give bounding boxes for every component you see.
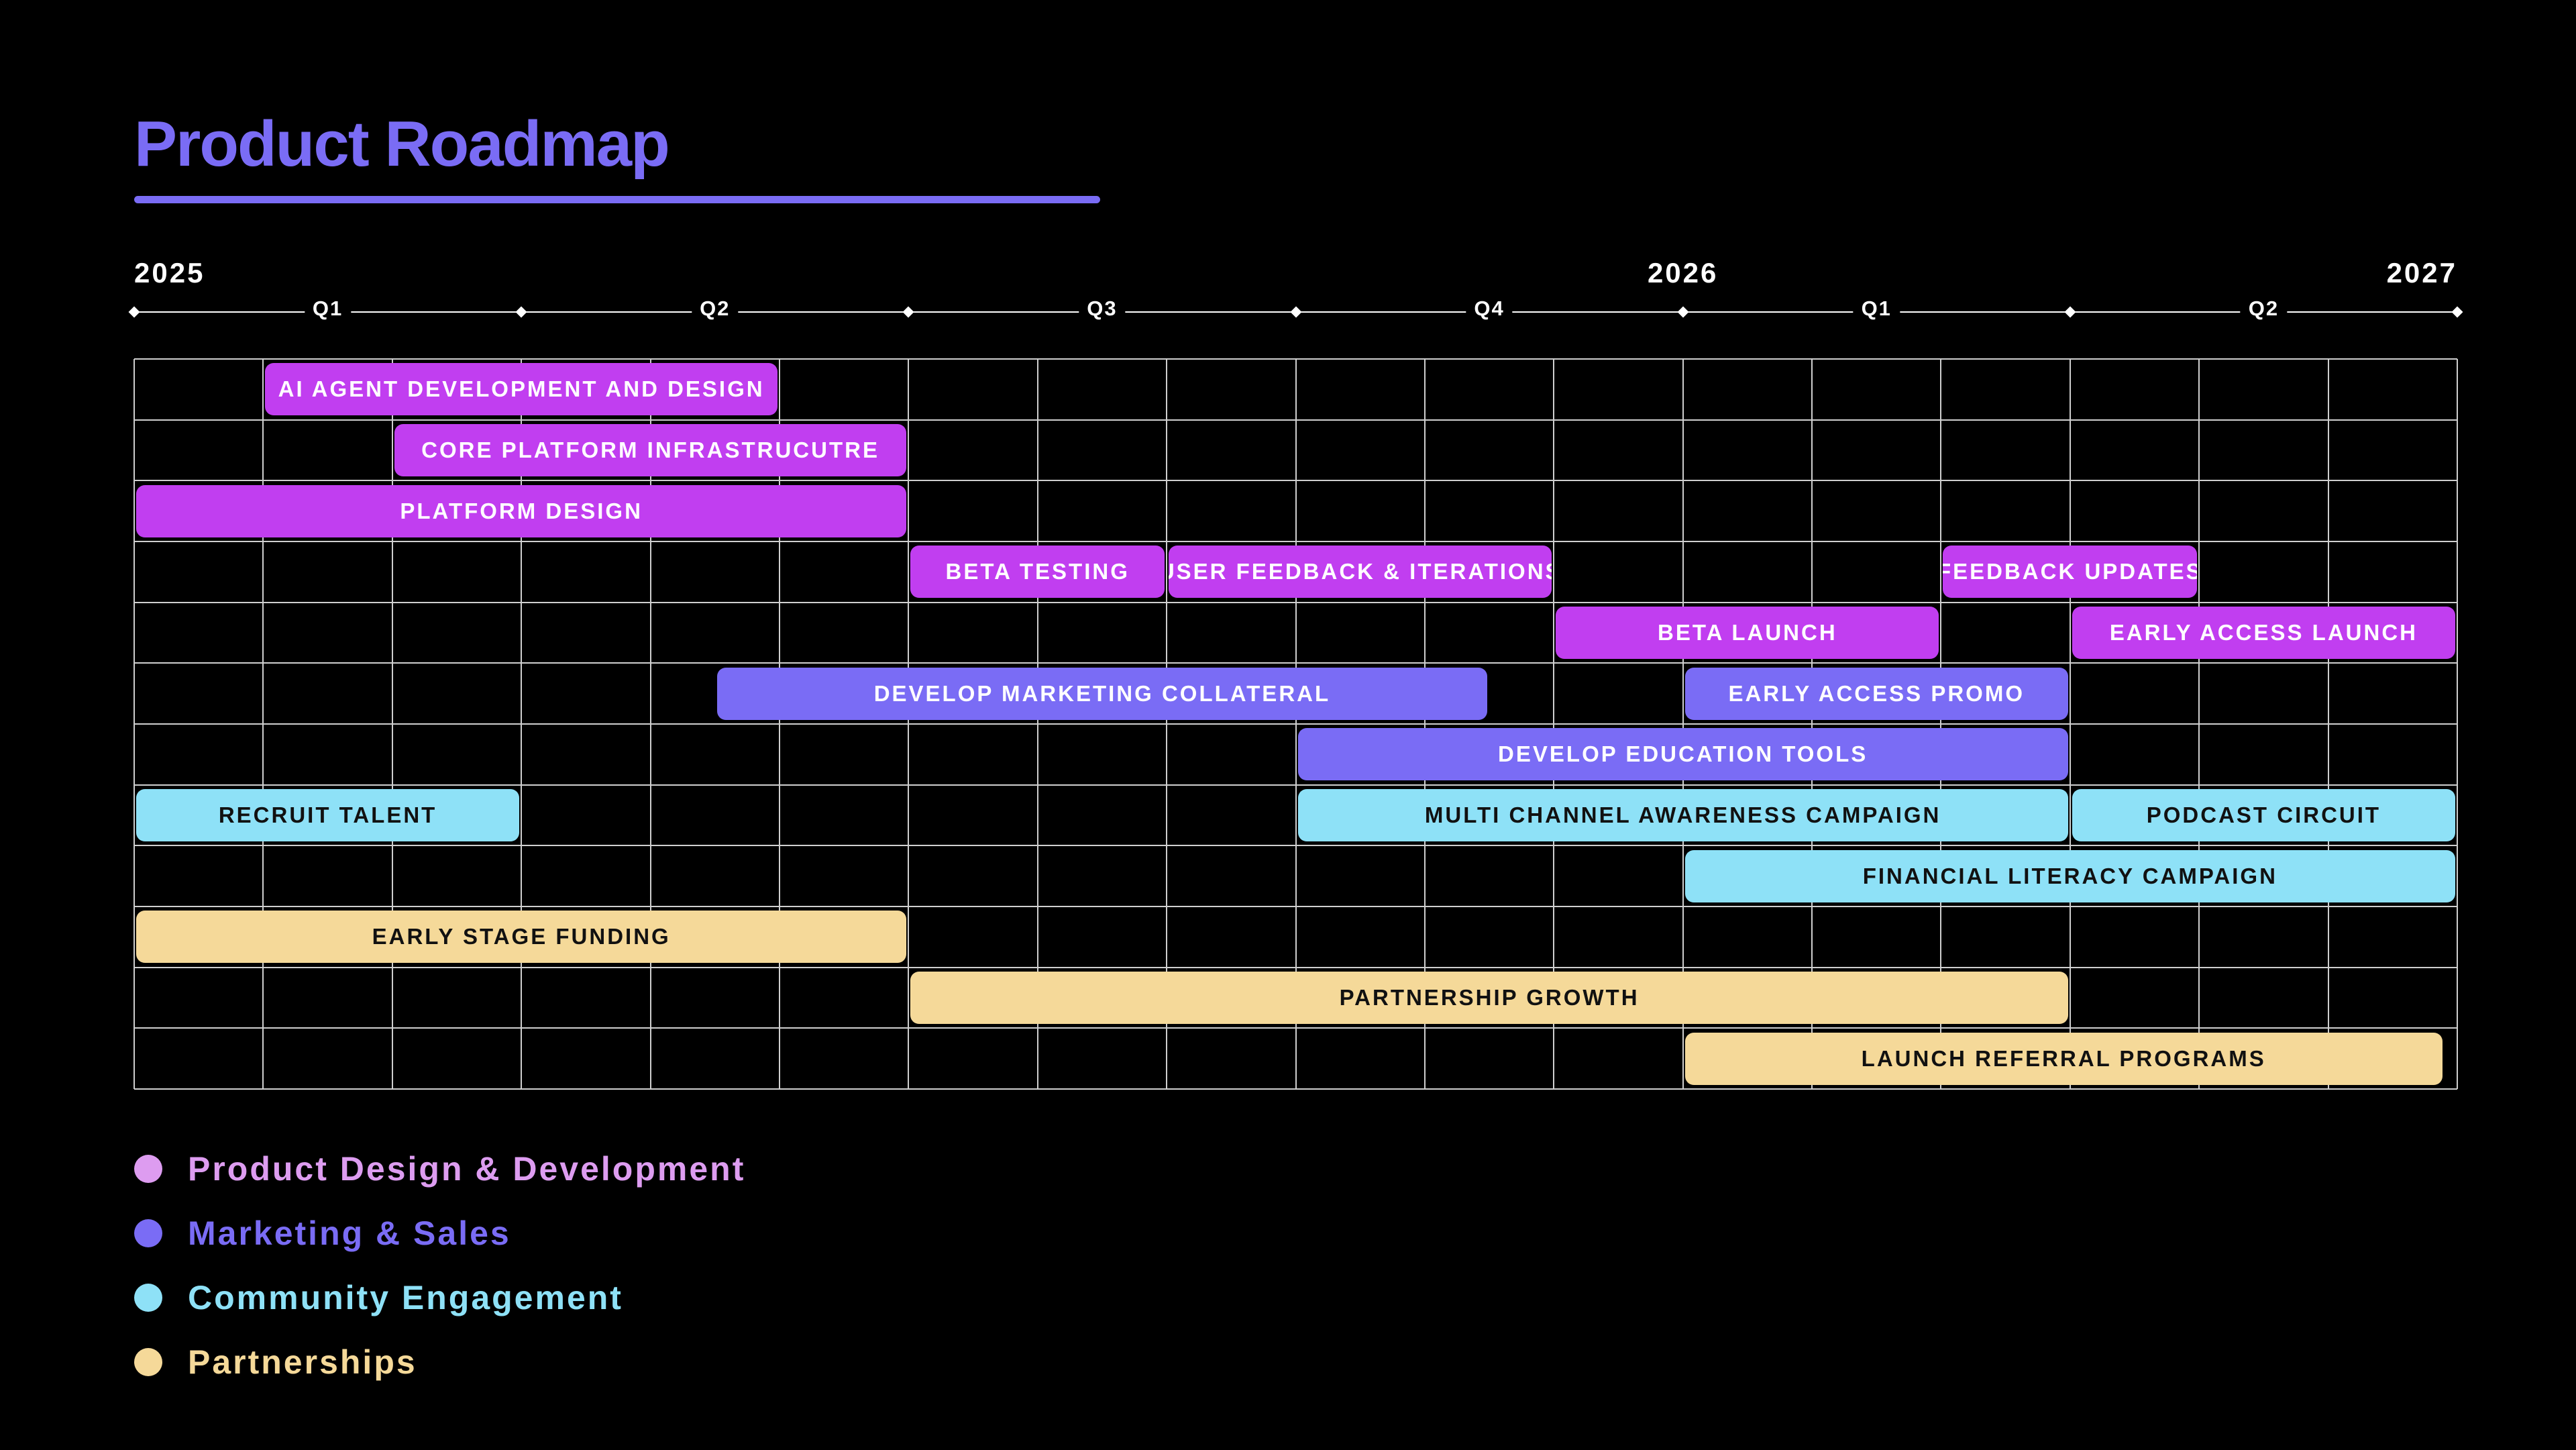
legend-label: Community Engagement: [188, 1279, 623, 1316]
task-bar[interactable]: PLATFORM DESIGN: [136, 484, 907, 537]
task-bar-label: BETA LAUNCH: [1658, 620, 1837, 645]
task-bar-label: FEEDBACK UPDATES: [1943, 559, 2198, 584]
grid-line-horizontal: [134, 419, 2457, 421]
task-bar-label: BETA TESTING: [945, 559, 1130, 584]
grid-line-horizontal: [134, 1027, 2457, 1029]
quarter-label: Q1: [304, 297, 352, 321]
task-bar-label: MULTI CHANNEL AWARENESS CAMPAIGN: [1424, 802, 1941, 827]
quarter-timeline: Q1 Q2 Q3 Q4 Q1 Q2: [128, 295, 2463, 329]
quarter-label: Q1: [1853, 297, 1900, 321]
quarter-label: Q2: [692, 297, 739, 321]
grid-line-vertical: [2457, 359, 2458, 1089]
grid-line-horizontal: [134, 966, 2457, 968]
task-bar-label: EARLY ACCESS LAUNCH: [2109, 620, 2418, 645]
year-label: 2027: [2386, 257, 2457, 289]
task-bar-label: DEVELOP EDUCATION TOOLS: [1498, 741, 1868, 767]
task-bar[interactable]: DEVELOP MARKETING COLLATERAL: [716, 667, 1488, 720]
timeline-tick: [1290, 306, 1301, 318]
legend-label: Product Design & Development: [188, 1150, 746, 1188]
grid-line-horizontal: [134, 541, 2457, 542]
timeline-tick: [1677, 306, 1689, 318]
task-bar[interactable]: FEEDBACK UPDATES: [1943, 546, 2198, 599]
year-label: 2026: [1647, 257, 1719, 289]
quarter-label: Q4: [1466, 297, 1513, 321]
page-title: Product Roadmap: [134, 108, 670, 180]
timeline-tick: [128, 306, 140, 318]
timeline-tick: [2451, 306, 2463, 318]
legend-item: Product Design & Development: [134, 1149, 745, 1189]
task-bar[interactable]: EARLY ACCESS PROMO: [1684, 667, 2068, 720]
quarter-label: Q2: [2240, 297, 2288, 321]
task-bar-label: EARLY ACCESS PROMO: [1728, 680, 2025, 706]
legend-item: Partnerships: [134, 1342, 417, 1382]
legend-label: Partnerships: [188, 1343, 417, 1381]
task-bar-label: DEVELOP MARKETING COLLATERAL: [873, 680, 1331, 706]
task-bar[interactable]: PODCAST CIRCUIT: [2072, 789, 2455, 841]
task-bar-label: EARLY STAGE FUNDING: [372, 924, 671, 949]
grid-line-horizontal: [134, 358, 2457, 360]
task-bar[interactable]: CORE PLATFORM INFRASTRUCUTRE: [394, 424, 907, 476]
task-bar[interactable]: DEVELOP EDUCATION TOOLS: [1297, 728, 2068, 781]
grid-line-horizontal: [134, 662, 2457, 664]
legend-dot-icon: [134, 1348, 162, 1376]
legend-dot-icon: [134, 1155, 162, 1183]
task-bar[interactable]: AI AGENT DEVELOPMENT AND DESIGN: [265, 363, 777, 416]
task-bar-label: PODCAST CIRCUIT: [2146, 802, 2381, 827]
task-bar[interactable]: BETA LAUNCH: [1556, 607, 1939, 659]
task-bar-label: CORE PLATFORM INFRASTRUCUTRE: [421, 437, 879, 462]
grid-line-horizontal: [134, 723, 2457, 725]
legend-item: Community Engagement: [134, 1278, 623, 1318]
task-bar[interactable]: BETA TESTING: [910, 546, 1165, 599]
task-bar-label: AI AGENT DEVELOPMENT AND DESIGN: [278, 376, 765, 402]
grid-line-horizontal: [134, 1088, 2457, 1090]
quarter-label: Q3: [1079, 297, 1126, 321]
task-bar-label: USER FEEDBACK & ITERATIONS: [1169, 559, 1552, 584]
task-bar[interactable]: EARLY ACCESS LAUNCH: [2072, 607, 2455, 659]
task-bar[interactable]: MULTI CHANNEL AWARENESS CAMPAIGN: [1297, 789, 2068, 841]
task-bar[interactable]: LAUNCH REFERRAL PROGRAMS: [1684, 1032, 2443, 1085]
task-bar-label: LAUNCH REFERRAL PROGRAMS: [1861, 1045, 2266, 1071]
task-bar[interactable]: USER FEEDBACK & ITERATIONS: [1169, 546, 1552, 599]
year-label: 2025: [134, 257, 205, 289]
legend-dot-icon: [134, 1219, 162, 1247]
task-bar-label: FINANCIAL LITERACY CAMPAIGN: [1862, 863, 2277, 888]
task-bar-label: RECRUIT TALENT: [218, 802, 437, 827]
task-bar[interactable]: RECRUIT TALENT: [136, 789, 520, 841]
grid-line-horizontal: [134, 480, 2457, 482]
legend-item: Marketing & Sales: [134, 1213, 511, 1253]
gantt-grid: AI AGENT DEVELOPMENT AND DESIGN CORE PLAT…: [133, 358, 2458, 1090]
legend-label: Marketing & Sales: [188, 1214, 511, 1252]
grid-line-horizontal: [134, 845, 2457, 847]
task-bar-label: PLATFORM DESIGN: [400, 498, 643, 523]
task-bar[interactable]: EARLY STAGE FUNDING: [136, 911, 907, 964]
legend-dot-icon: [134, 1284, 162, 1312]
task-bar[interactable]: FINANCIAL LITERACY CAMPAIGN: [1684, 849, 2455, 902]
grid-line-horizontal: [134, 906, 2457, 907]
timeline-tick: [902, 306, 914, 318]
grid-line-horizontal: [134, 601, 2457, 603]
grid-line-horizontal: [134, 784, 2457, 786]
timeline-tick: [2064, 306, 2076, 318]
title-underline: [134, 196, 1100, 203]
task-bar[interactable]: PARTNERSHIP GROWTH: [910, 972, 2068, 1024]
task-bar-label: PARTNERSHIP GROWTH: [1339, 985, 1640, 1010]
timeline-tick: [515, 306, 527, 318]
